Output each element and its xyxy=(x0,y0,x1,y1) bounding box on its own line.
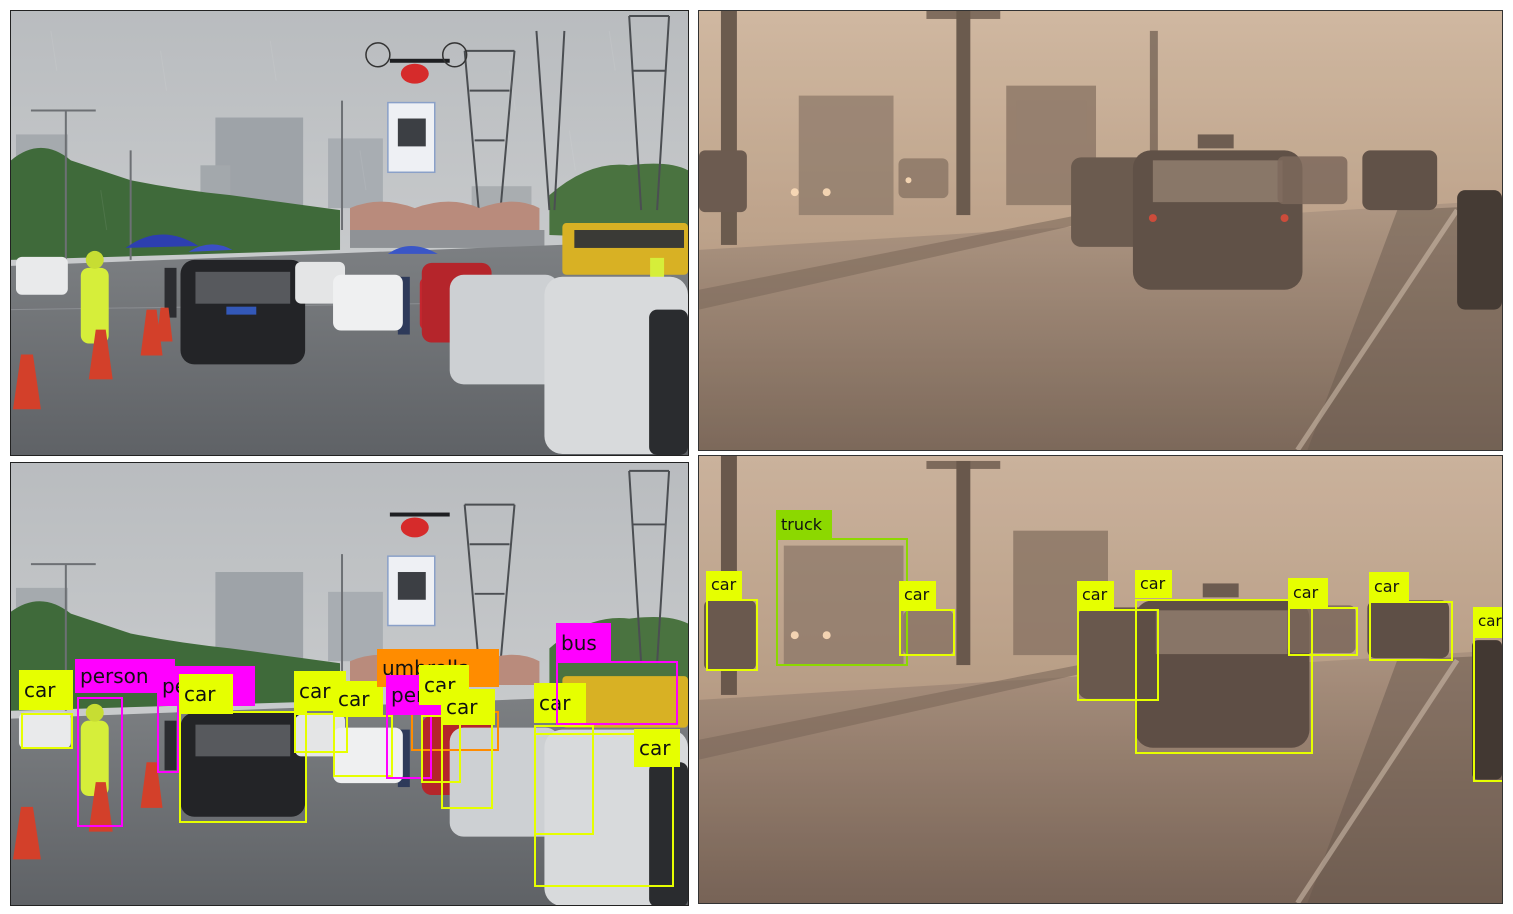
car-label: car xyxy=(19,670,73,710)
car-bounding-box xyxy=(294,713,348,753)
rain-scene-original xyxy=(10,10,689,456)
car-bounding-box xyxy=(534,733,674,887)
car-label: car xyxy=(1135,570,1172,598)
truck-bounding-box xyxy=(776,538,908,666)
car-label: car xyxy=(706,571,742,599)
car-bounding-box xyxy=(1077,609,1159,701)
car-bounding-box xyxy=(21,713,73,749)
car-bounding-box xyxy=(441,711,493,809)
car-label: car xyxy=(333,681,383,717)
car-label: car xyxy=(1369,572,1409,601)
car-label: car xyxy=(534,683,586,723)
car-bounding-box xyxy=(706,599,758,671)
car-label: car xyxy=(441,689,495,725)
bus-bounding-box xyxy=(556,661,678,725)
car-bounding-box xyxy=(1369,601,1453,661)
car-bounding-box xyxy=(1288,607,1358,656)
fog-scene-photo xyxy=(699,456,1502,903)
car-bounding-box xyxy=(1473,636,1502,782)
car-bounding-box xyxy=(1135,599,1313,754)
car-label: car xyxy=(179,674,233,714)
car-bounding-box xyxy=(179,711,307,823)
rain-scene-detections: carpersonpersoncarcarcarumbrellapersonca… xyxy=(10,462,689,906)
car-label: car xyxy=(1077,581,1114,609)
person-bounding-box xyxy=(77,697,123,827)
car-label: car xyxy=(1473,607,1502,636)
rain-scene-photo xyxy=(11,11,688,455)
car-bounding-box xyxy=(899,609,955,656)
fog-scene-original xyxy=(698,10,1503,451)
truck-label: truck xyxy=(776,510,832,540)
fog-scene-photo xyxy=(699,11,1502,450)
car-label: car xyxy=(1288,578,1328,607)
bus-label: bus xyxy=(556,623,611,663)
car-label: car xyxy=(899,581,936,609)
car-label: car xyxy=(634,729,680,767)
car-bounding-box xyxy=(333,715,393,777)
